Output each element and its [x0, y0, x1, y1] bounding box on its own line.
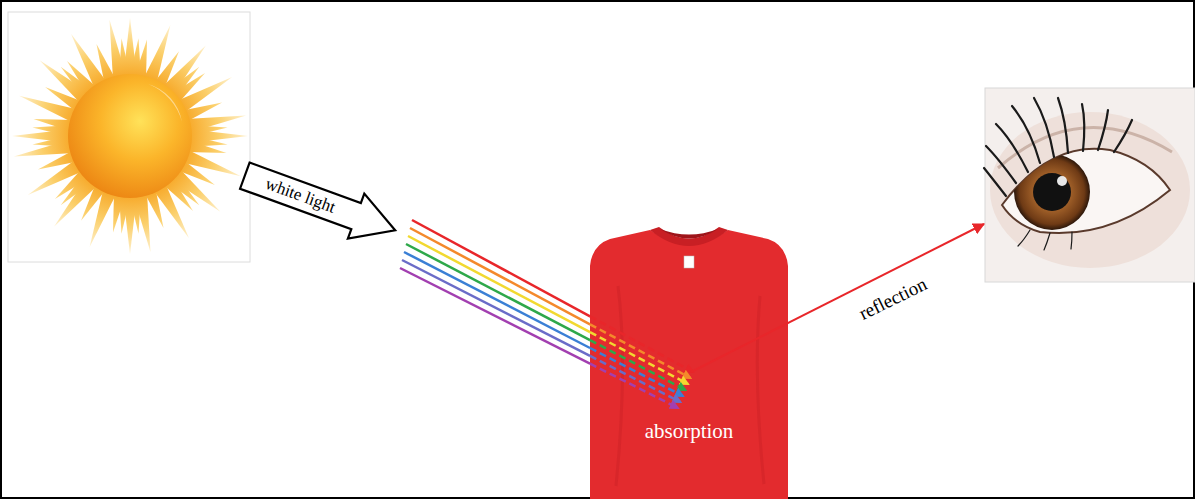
- eye-glint: [1057, 176, 1067, 186]
- sun-ray: [0, 0, 269, 275]
- eye-white: [1002, 149, 1170, 233]
- sun-ray: [4, 10, 255, 261]
- eye-pupil: [1033, 173, 1071, 211]
- eyelash: [1071, 232, 1072, 249]
- sun-disc: [68, 74, 192, 198]
- sun-ray: [16, 22, 243, 249]
- reflection-label: reflection: [829, 259, 957, 339]
- eyelash: [1034, 98, 1054, 157]
- sun-ray: [0, 0, 281, 287]
- shirt-collar: [650, 227, 728, 246]
- reflection-arrow: [691, 224, 984, 372]
- shirt-shape: [588, 226, 790, 499]
- eyelash: [1044, 233, 1050, 250]
- sun-illustration: [0, 0, 296, 302]
- indigo-ray: [402, 260, 590, 356]
- sun-ray: [0, 0, 291, 297]
- eyelash: [984, 168, 1006, 196]
- red-ray: [412, 220, 590, 316]
- sun-ray: [0, 0, 267, 273]
- sun-ray: [24, 30, 236, 242]
- green-ray-absorbed: [590, 340, 686, 390]
- sun-ray: [12, 18, 248, 254]
- sun-highlight: [148, 84, 182, 122]
- sun-ray: [0, 2, 264, 270]
- eyelash: [986, 146, 1016, 183]
- white-light-arrow: white light: [237, 153, 404, 253]
- node-label: absorption: [588, 418, 790, 446]
- yellow-ray-absorbed: [590, 332, 688, 384]
- red-ray-absorbed: [590, 316, 693, 372]
- eye-skin: [990, 112, 1190, 268]
- eyelash: [1082, 104, 1084, 151]
- shirt-body: [590, 230, 788, 499]
- shirt-tag: [684, 256, 694, 268]
- sun-ray: [0, 0, 268, 274]
- eye-lashes: [984, 98, 1132, 250]
- eye-illustration: [984, 88, 1195, 282]
- sun-frame: [8, 12, 250, 262]
- indigo-ray-absorbed: [590, 356, 681, 402]
- eye-frame: [985, 88, 1195, 282]
- eyelash: [1058, 98, 1068, 153]
- orange-ray: [410, 228, 590, 324]
- blue-ray: [404, 252, 590, 348]
- shirt-neck-inner: [660, 229, 718, 239]
- yellow-ray: [408, 236, 590, 332]
- green-ray: [406, 244, 590, 340]
- eyelash: [996, 124, 1028, 172]
- blue-ray-absorbed: [590, 348, 683, 396]
- violet-ray-absorbed: [590, 364, 678, 408]
- eyelash: [1018, 230, 1030, 246]
- eyelash: [1114, 120, 1132, 152]
- spectrum-rays: [400, 220, 693, 408]
- t-shirt: absorption: [588, 226, 790, 499]
- block-arrow-outline: [237, 153, 404, 253]
- eyelash: [1012, 106, 1040, 163]
- sun-ray: [0, 0, 296, 302]
- eyelash: [1098, 110, 1108, 150]
- shirt-fold: [616, 286, 764, 486]
- sun-ray: [24, 30, 236, 242]
- violet-ray: [400, 268, 590, 364]
- sun-rays: [0, 0, 296, 302]
- orange-ray-absorbed: [590, 324, 691, 378]
